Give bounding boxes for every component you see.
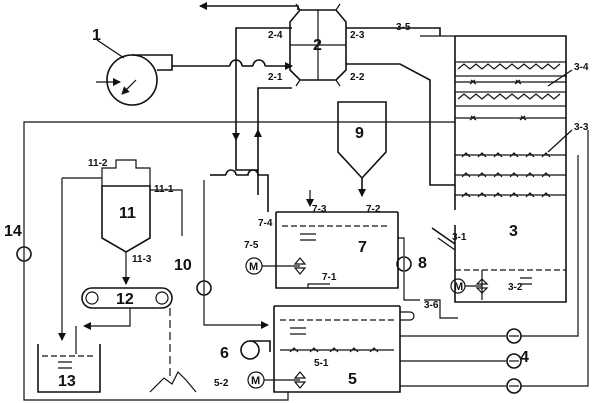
port-2-4: 2-4 xyxy=(268,30,283,41)
pump-14: 14 xyxy=(4,121,455,401)
motor-3: M xyxy=(454,281,463,293)
separator-11: 11 11-2 11-1 11-3 xyxy=(88,158,174,285)
port-5-1: 5-1 xyxy=(314,358,329,369)
heat-exchanger: 2 2-4 2-3 2-1 2-2 xyxy=(268,3,365,87)
motor-7: M xyxy=(249,261,258,273)
fan-unit: 1 xyxy=(92,27,173,106)
port-5-2: 5-2 xyxy=(214,378,229,389)
label-hopper: 9 xyxy=(355,125,364,142)
pump-group-4: 4 xyxy=(400,130,589,394)
label-pump10: 10 xyxy=(174,257,192,274)
port-7-3: 7-3 xyxy=(312,204,327,215)
port-7-2: 7-2 xyxy=(366,204,381,215)
sludge-pile xyxy=(149,370,197,393)
label-tank7: 7 xyxy=(358,239,367,256)
tank-13: 13 xyxy=(37,177,102,393)
port-2-1: 2-1 xyxy=(268,72,283,83)
label-separator: 11 xyxy=(119,205,136,222)
hopper: 9 xyxy=(337,101,387,197)
label-tower: 3 xyxy=(509,223,518,240)
port-7-1: 7-1 xyxy=(322,272,337,283)
port-3-1: 3-1 xyxy=(452,232,467,243)
conveyor-12: 12 xyxy=(81,287,173,380)
port-7-5: 7-5 xyxy=(244,240,259,251)
label-fan: 1 xyxy=(92,27,101,44)
port-3-6: 3-6 xyxy=(424,300,439,311)
motor-5: M xyxy=(251,375,260,387)
tank-7: 7 M 7-5 7-1 7-4 7-3 7-2 xyxy=(244,190,399,289)
port-7-4: 7-4 xyxy=(258,218,273,229)
label-conveyor: 12 xyxy=(116,291,134,308)
port-2-3: 2-3 xyxy=(350,30,365,41)
tank-5: 5 M 5-1 5-2 xyxy=(214,305,415,393)
port-11-3: 11-3 xyxy=(132,254,152,265)
label-pump14: 14 xyxy=(4,223,22,240)
port-3-5: 3-5 xyxy=(396,22,411,33)
port-11-1: 11-1 xyxy=(154,184,174,195)
label-pump8: 8 xyxy=(418,255,427,272)
label-pump6: 6 xyxy=(220,345,229,362)
port-3-3: 3-3 xyxy=(574,122,589,133)
port-2-2: 2-2 xyxy=(350,72,365,83)
label-tank5: 5 xyxy=(348,371,357,388)
pump-6: 6 xyxy=(220,340,271,362)
label-tank13: 13 xyxy=(58,373,76,390)
label-heat-exchanger: 2 xyxy=(313,37,322,54)
port-3-2: 3-2 xyxy=(508,282,523,293)
label-pumps4: 4 xyxy=(520,349,529,366)
port-11-2: 11-2 xyxy=(88,158,108,169)
absorption-tower: 3-5 3-4 3-3 3 3-1 M 3-2 3-6 xyxy=(396,22,589,319)
port-3-4: 3-4 xyxy=(574,62,589,73)
